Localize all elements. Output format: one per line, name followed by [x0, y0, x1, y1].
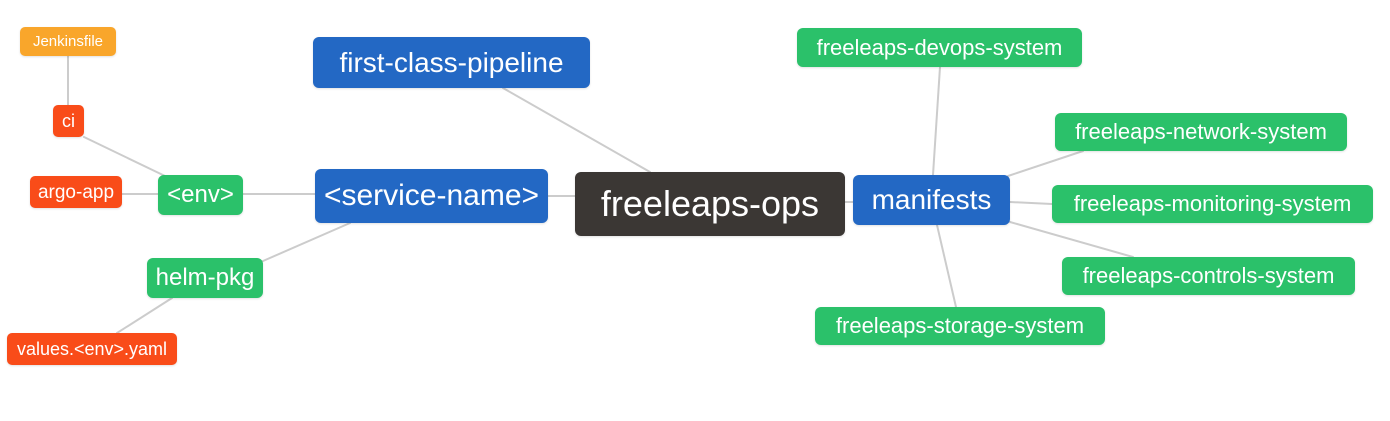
node-env[interactable]: <env> [158, 175, 243, 215]
edge-manifests-network [1007, 150, 1084, 177]
edge-ci-env [83, 136, 166, 177]
node-controls-system[interactable]: freeleaps-controls-system [1062, 257, 1355, 295]
edge-manifests-controls [1009, 221, 1134, 258]
edge-manifests-monitoring [1009, 201, 1053, 205]
node-monitoring-system[interactable]: freeleaps-monitoring-system [1052, 185, 1373, 223]
node-network-system[interactable]: freeleaps-network-system [1055, 113, 1347, 151]
edge-pipeline-ops [502, 87, 651, 173]
node-jenkinsfile[interactable]: Jenkinsfile [20, 27, 116, 56]
node-freeleaps-ops[interactable]: freeleaps-ops [575, 172, 845, 236]
node-service-name[interactable]: <service-name> [315, 169, 548, 223]
node-argo-app[interactable]: argo-app [30, 176, 122, 208]
node-first-class-pipeline[interactable]: first-class-pipeline [313, 37, 590, 88]
node-ci[interactable]: ci [53, 105, 84, 137]
node-devops-system[interactable]: freeleaps-devops-system [797, 28, 1082, 67]
node-manifests[interactable]: manifests [853, 175, 1010, 225]
edge-values-helm-pkg [116, 297, 173, 334]
edge-manifests-devops [932, 66, 941, 176]
node-values-env-yaml[interactable]: values.<env>.yaml [7, 333, 177, 365]
edge-helm-pkg-service-name [262, 222, 351, 262]
node-storage-system[interactable]: freeleaps-storage-system [815, 307, 1105, 345]
edge-manifests-storage [936, 224, 957, 308]
node-helm-pkg[interactable]: helm-pkg [147, 258, 263, 298]
